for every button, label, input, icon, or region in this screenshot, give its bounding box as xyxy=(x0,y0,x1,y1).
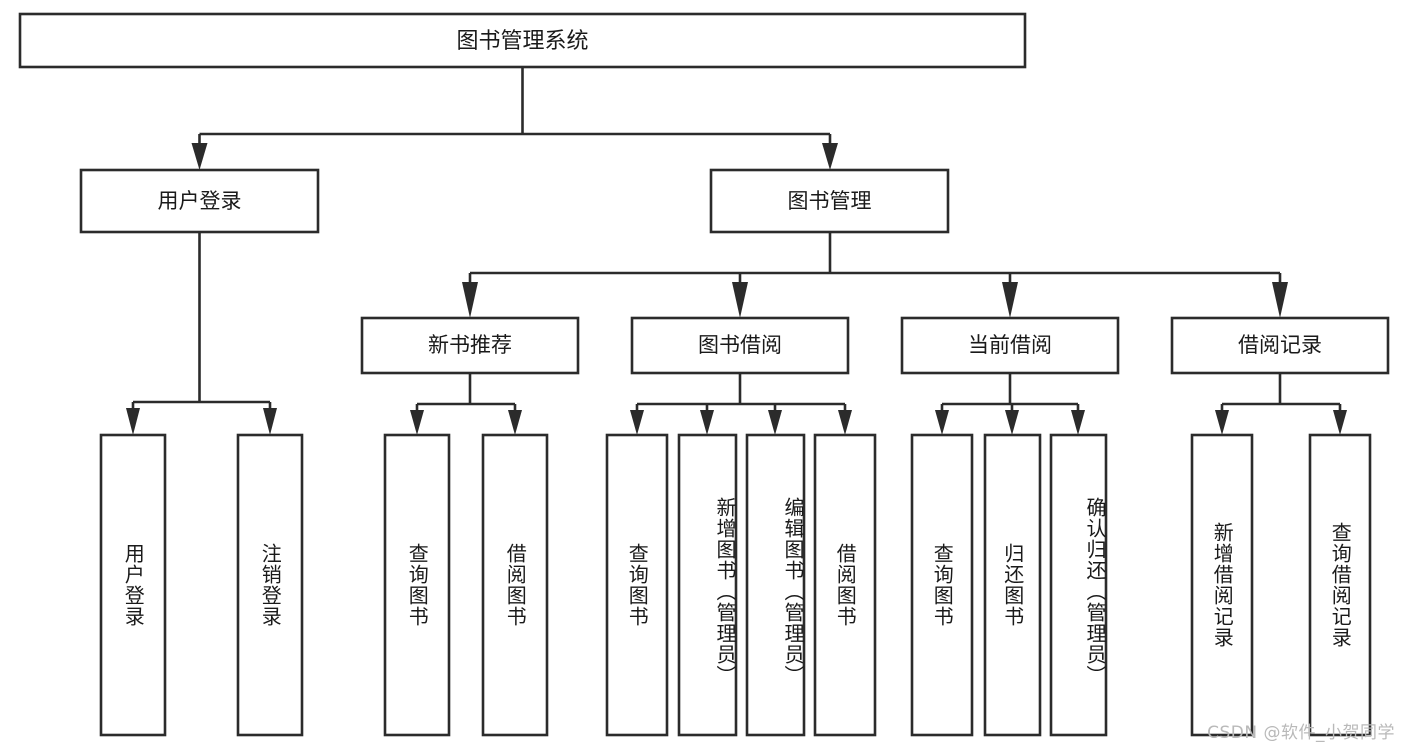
leaf-cu-confirm-return-box[interactable] xyxy=(1049,433,1108,737)
node-current-box[interactable] xyxy=(900,316,1120,375)
node-borrow[interactable]: 图书借阅 xyxy=(630,316,850,375)
arrow-head-bo-query xyxy=(630,410,644,435)
leaf-user-login-box[interactable] xyxy=(99,433,167,737)
leaf-bo-edit-book-box[interactable] xyxy=(745,433,806,737)
node-root-box[interactable] xyxy=(18,12,1027,69)
node-record-label: 借阅记录 xyxy=(1238,333,1322,357)
node-record[interactable]: 借阅记录 xyxy=(1170,316,1390,375)
node-book-manage-box[interactable] xyxy=(709,168,950,234)
node-user-login-label: 用户登录 xyxy=(158,189,242,213)
node-root-label: 图书管理系统 xyxy=(456,29,588,54)
arrow-head-current xyxy=(1002,282,1018,318)
arrow-head-re-add xyxy=(1215,410,1229,435)
arrow-head-record xyxy=(1272,282,1288,318)
arrow-head-cu-query xyxy=(935,410,949,435)
node-user-login[interactable]: 用户登录 xyxy=(79,168,320,234)
arrow-head-leaf-user-login xyxy=(126,408,140,435)
node-current[interactable]: 当前借阅 xyxy=(900,316,1120,375)
connector-group-root xyxy=(191,67,838,170)
node-root[interactable]: 图书管理系统 xyxy=(18,12,1027,69)
leaf-bo-borrow-book-box[interactable] xyxy=(813,433,877,737)
leaf-nb-query-book-box[interactable] xyxy=(383,433,451,737)
node-borrow-box[interactable] xyxy=(630,316,850,375)
connector-group-book-manage xyxy=(462,232,1288,318)
node-new-book-box[interactable] xyxy=(360,316,580,375)
connector-group-new-book xyxy=(410,373,522,435)
node-current-label: 当前借阅 xyxy=(968,333,1052,357)
leaf-cu-return-book-box[interactable] xyxy=(983,433,1042,737)
node-book-manage[interactable]: 图书管理 xyxy=(709,168,950,234)
node-new-book-label: 新书推荐 xyxy=(428,333,512,357)
connector-group-record xyxy=(1215,373,1347,435)
arrow-head-bo-borrow xyxy=(838,410,852,435)
arrow-head-bo-add xyxy=(700,410,714,435)
node-new-book[interactable]: 新书推荐 xyxy=(360,316,580,375)
leaf-logout-box[interactable] xyxy=(236,433,304,737)
leaf-nb-borrow-book-box[interactable] xyxy=(481,433,549,737)
arrow-head-re-query xyxy=(1333,410,1347,435)
leaf-bo-add-book-box[interactable] xyxy=(677,433,738,737)
leaf-re-query-record-box[interactable] xyxy=(1308,433,1372,737)
leaf-cu-query-book-box[interactable] xyxy=(910,433,974,737)
arrow-head-bo-edit xyxy=(768,410,782,435)
arrow-head-new-book xyxy=(462,282,478,318)
connector-group-borrow xyxy=(630,373,852,435)
leaf-bo-query-book-box[interactable] xyxy=(605,433,669,737)
connector-group-current xyxy=(935,373,1085,435)
node-record-box[interactable] xyxy=(1170,316,1390,375)
arrow-head-leaf-logout xyxy=(263,408,277,435)
node-borrow-label: 图书借阅 xyxy=(698,333,782,357)
arrow-head-nb-borrow xyxy=(508,410,522,435)
arrow-head-cu-return xyxy=(1005,410,1019,435)
node-book-manage-label: 图书管理 xyxy=(788,189,872,213)
arrow-head-nb-query xyxy=(410,410,424,435)
leaf-box-group xyxy=(99,433,1372,737)
leaf-re-add-record-box[interactable] xyxy=(1190,433,1254,737)
node-user-login-box[interactable] xyxy=(79,168,320,234)
arrow-head-book-manage xyxy=(822,143,838,170)
csdn-watermark: CSDN @软件_小贺同学 xyxy=(1207,723,1395,743)
arrow-head-borrow xyxy=(732,282,748,318)
arrow-head-user-login xyxy=(191,143,208,170)
arrow-head-cu-confirm xyxy=(1071,410,1085,435)
connector-group-user-login xyxy=(126,232,277,435)
